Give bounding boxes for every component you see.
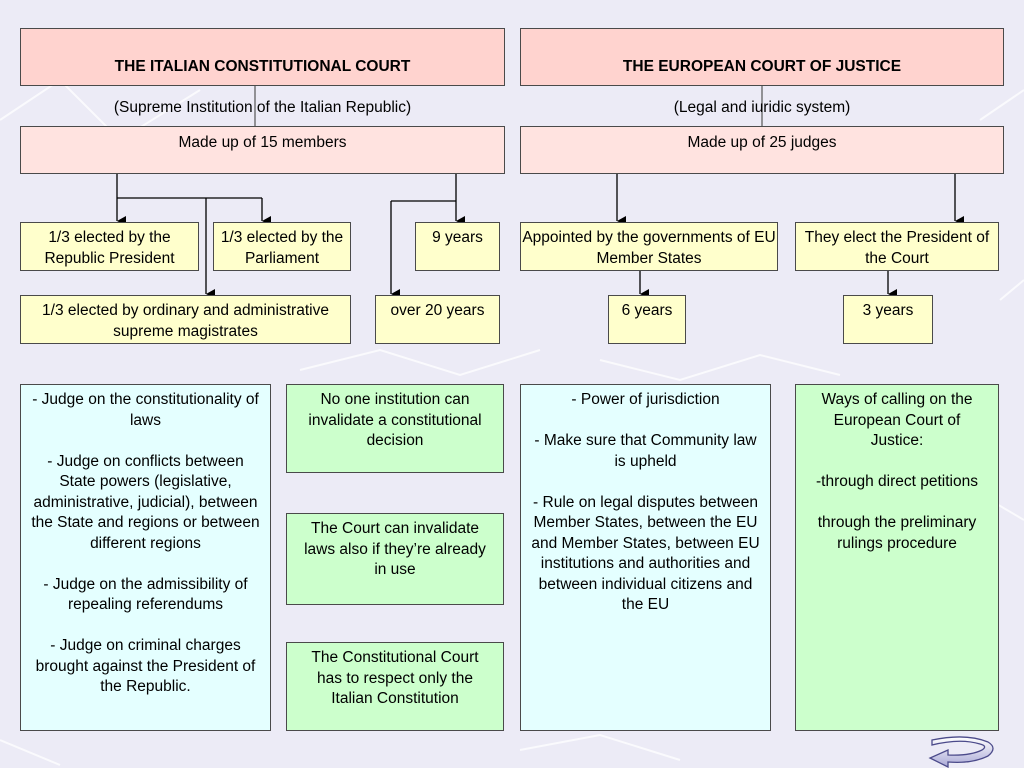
italian-court-header: THE ITALIAN CONSTITUTIONAL COURT (Suprem… (20, 28, 505, 116)
italian-court-title: THE ITALIAN CONSTITUTIONAL COURT (114, 57, 411, 75)
italian-age: over 20 years (375, 295, 500, 344)
european-court-functions: - Power of jurisdiction - Make sure that… (520, 384, 771, 731)
italian-court-subtitle: (Supreme Institution of the Italian Repu… (113, 98, 412, 116)
president-term: 3 years (843, 295, 933, 344)
elected-by-parliament: 1/3 elected by the Parliament (213, 222, 351, 271)
appointed-term: 6 years (608, 295, 686, 344)
italian-note-invalidate-decision: No one institution can invalidate a cons… (286, 384, 504, 473)
european-court-header: THE EUROPEAN COURT OF JUSTICE (Legal and… (520, 28, 1004, 116)
italian-note-invalidate-laws: The Court can invalidate laws also if th… (286, 513, 504, 605)
elected-by-president: 1/3 elected by the Republic President (20, 222, 199, 271)
elect-president: They elect the President of the Court (795, 222, 999, 271)
european-court-ways: Ways of calling on the European Court of… (795, 384, 999, 731)
european-court-members: Made up of 25 judges (520, 126, 1004, 174)
italian-note-respect-constitution: The Constitutional Court has to respect … (286, 642, 504, 731)
european-court-title: THE EUROPEAN COURT OF JUSTICE (622, 57, 902, 75)
italian-term: 9 years (415, 222, 500, 271)
italian-court-functions: - Judge on the constitutionality of laws… (20, 384, 271, 731)
european-court-subtitle: (Legal and iuridic system) (673, 98, 851, 116)
elected-by-magistrates: 1/3 elected by ordinary and administrati… (20, 295, 351, 344)
appointed-by-governments: Appointed by the governments of EU Membe… (520, 222, 778, 271)
italian-court-members: Made up of 15 members (20, 126, 505, 174)
curved-return-arrow-icon[interactable] (926, 734, 998, 768)
